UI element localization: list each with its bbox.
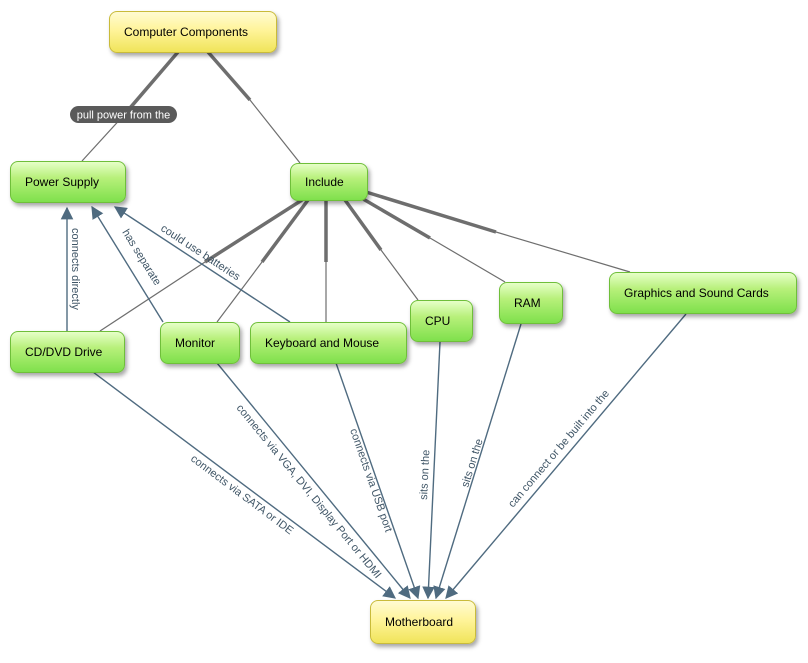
pill-link-text: pull power from the [77, 110, 171, 122]
label-connects-directly: connects directly [69, 228, 81, 310]
link-cc-include [206, 50, 301, 164]
node-cd-dvd-drive-label: CD/DVD Drive [25, 345, 103, 359]
node-monitor-label: Monitor [175, 336, 216, 350]
arrows-to-power-supply [60, 205, 291, 331]
node-monitor[interactable]: Monitor [160, 322, 240, 364]
node-cd-dvd-drive[interactable]: CD/DVD Drive [10, 331, 125, 373]
include-fanout-lines [99, 190, 631, 332]
label-ram-sits: sits on the [459, 437, 485, 488]
node-ram[interactable]: RAM [499, 282, 563, 324]
node-computer-components[interactable]: Computer Components [109, 11, 277, 53]
node-power-supply[interactable]: Power Supply [10, 161, 126, 203]
label-vga: connects via VGA, DVI, Display Port or H… [234, 402, 384, 581]
pill-link-label: pull power from the [70, 106, 177, 123]
node-motherboard-label: Motherboard [385, 615, 454, 629]
arrows-to-motherboard [92, 313, 687, 600]
label-graphics-built: can connect or be built into the [506, 388, 612, 510]
node-cpu-label: CPU [425, 314, 451, 328]
label-usb: connects via USB port [347, 427, 394, 534]
node-computer-components-label: Computer Components [124, 25, 249, 39]
node-include[interactable]: Include [290, 163, 368, 201]
label-cpu-sits: sits on the [418, 449, 432, 500]
node-graphics-sound-cards-label: Graphics and Sound Cards [624, 286, 769, 300]
node-power-supply-label: Power Supply [25, 175, 100, 189]
node-keyboard-mouse-label: Keyboard and Mouse [265, 336, 380, 350]
node-cpu[interactable]: CPU [410, 300, 473, 342]
label-has-separate: has separate [119, 227, 163, 287]
label-could-use-batteries: could use batteries [158, 222, 242, 283]
node-include-label: Include [305, 175, 344, 189]
node-keyboard-mouse[interactable]: Keyboard and Mouse [250, 322, 407, 364]
node-motherboard[interactable]: Motherboard [370, 600, 476, 644]
node-ram-label: RAM [514, 296, 541, 310]
node-graphics-sound-cards[interactable]: Graphics and Sound Cards [609, 272, 797, 314]
